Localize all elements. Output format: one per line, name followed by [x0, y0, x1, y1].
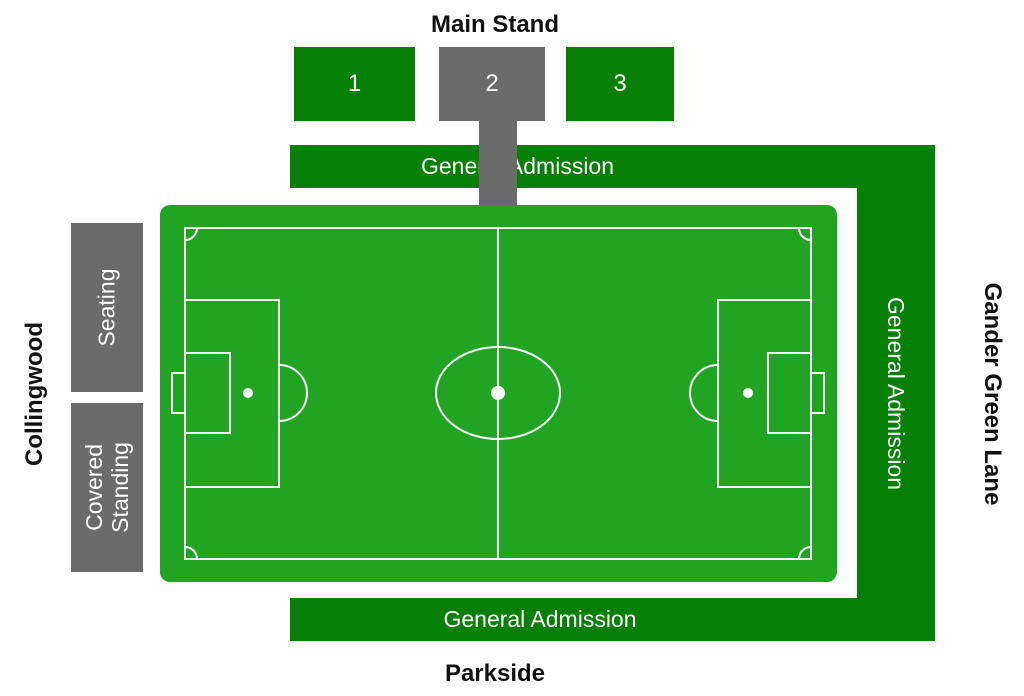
gander-green-lane-label: Gander Green Lane	[979, 282, 1006, 506]
left-goal	[171, 372, 186, 414]
east-general-admission[interactable]: General Admission	[857, 145, 935, 641]
stand-label-line1: Covered	[80, 444, 107, 531]
stand-label: Seating	[93, 268, 120, 347]
stand-label: Covered Standing	[81, 442, 134, 533]
stand-label: General Admission	[420, 153, 615, 179]
section-number: 1	[347, 70, 362, 97]
main-stand-section-1[interactable]: 1	[294, 47, 415, 121]
section-number: 3	[613, 70, 627, 97]
main-stand-title: Main Stand	[430, 11, 559, 38]
main-stand-section-2[interactable]: 2	[439, 47, 545, 121]
north-general-admission[interactable]: General Admission	[290, 145, 935, 188]
centre-spot	[491, 386, 505, 400]
west-seating-stand[interactable]: Seating	[71, 223, 143, 392]
parkside-label: Parkside	[444, 660, 546, 687]
west-covered-standing-stand[interactable]: Covered Standing	[71, 403, 143, 572]
football-pitch	[160, 205, 837, 582]
connector-overlay	[479, 121, 517, 211]
centre-circle	[435, 346, 561, 440]
right-penalty-spot	[743, 388, 753, 398]
corner-arc-top-left	[184, 227, 198, 241]
stand-label: General Admission	[883, 296, 910, 490]
left-penalty-spot	[243, 388, 253, 398]
main-stand-section-3[interactable]: 3	[566, 47, 674, 121]
right-penalty-arc	[689, 364, 719, 422]
collingwood-label: Collingwood	[21, 322, 48, 466]
corner-arc-top-right	[798, 227, 812, 241]
left-penalty-arc	[278, 364, 308, 422]
stand-label: General Admission	[443, 606, 637, 632]
corner-arc-bottom-left	[184, 546, 198, 560]
south-general-admission[interactable]: General Admission	[290, 598, 935, 641]
section-number: 2	[485, 70, 499, 97]
right-goal	[810, 372, 825, 414]
stand-label-line2: Standing	[107, 442, 133, 533]
corner-arc-bottom-right	[798, 546, 812, 560]
